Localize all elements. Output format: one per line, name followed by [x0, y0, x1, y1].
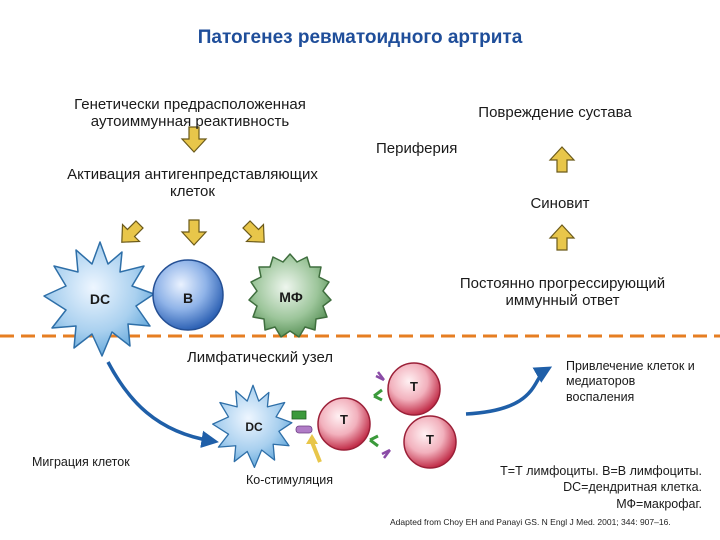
arrow-up-synovitis: [548, 146, 576, 173]
periphery-label: Периферия: [376, 140, 458, 157]
arrow-up-immune: [548, 224, 576, 251]
migration-label: Миграция клеток: [32, 455, 130, 469]
source-citation: Adapted from Choy EH and Panayi GS. N En…: [390, 517, 671, 527]
macrophage: [248, 253, 332, 338]
receptor-mark-2: [369, 434, 379, 448]
arrow-down-center: [180, 219, 208, 246]
receptor-mark-3: [375, 371, 385, 382]
receptor-mark-4: [381, 448, 391, 459]
arrow-down-right: [242, 220, 265, 243]
t-label-lower: T: [426, 432, 434, 447]
t-cell-lower: [403, 415, 457, 469]
arrow-down-genetic: [180, 126, 208, 153]
dendritic-cell-upper: [43, 241, 155, 357]
recruitment-arrow: [465, 366, 553, 416]
b-cell: [152, 259, 224, 331]
t-cell-lymph: [317, 397, 371, 451]
b-label: B: [182, 290, 194, 306]
joint-damage-label: Повреждение сустава: [478, 104, 632, 121]
costim-receptor-purple: [295, 425, 313, 434]
costimulation-arrowhead: [306, 434, 318, 444]
dc-label-upper: DC: [89, 291, 111, 307]
synovitis-label: Синовит: [530, 195, 590, 212]
costim-receptor-green: [291, 410, 307, 420]
page-title: Патогенез ревматоидного артрита: [197, 27, 523, 48]
mf-label: МФ: [279, 289, 303, 305]
cell-legend: T=Т лимфоциты. B=В лимфоциты.DC=дендритн…: [500, 464, 702, 511]
t-cell-upper: [387, 362, 441, 416]
migration-arrow: [106, 361, 219, 448]
arrow-down-left: [121, 220, 144, 243]
costimulation-arrow: [310, 441, 322, 463]
dendritic-cell-lower: [212, 384, 293, 468]
t-label-lymph: T: [340, 412, 348, 427]
receptor-mark-1: [373, 388, 383, 402]
t-label-upper: T: [410, 379, 418, 394]
dc-label-lower: DC: [245, 420, 263, 434]
costimulation-label: Ко-стимуляция: [246, 473, 334, 487]
lymph-node-label: Лимфатический узел: [186, 349, 334, 366]
